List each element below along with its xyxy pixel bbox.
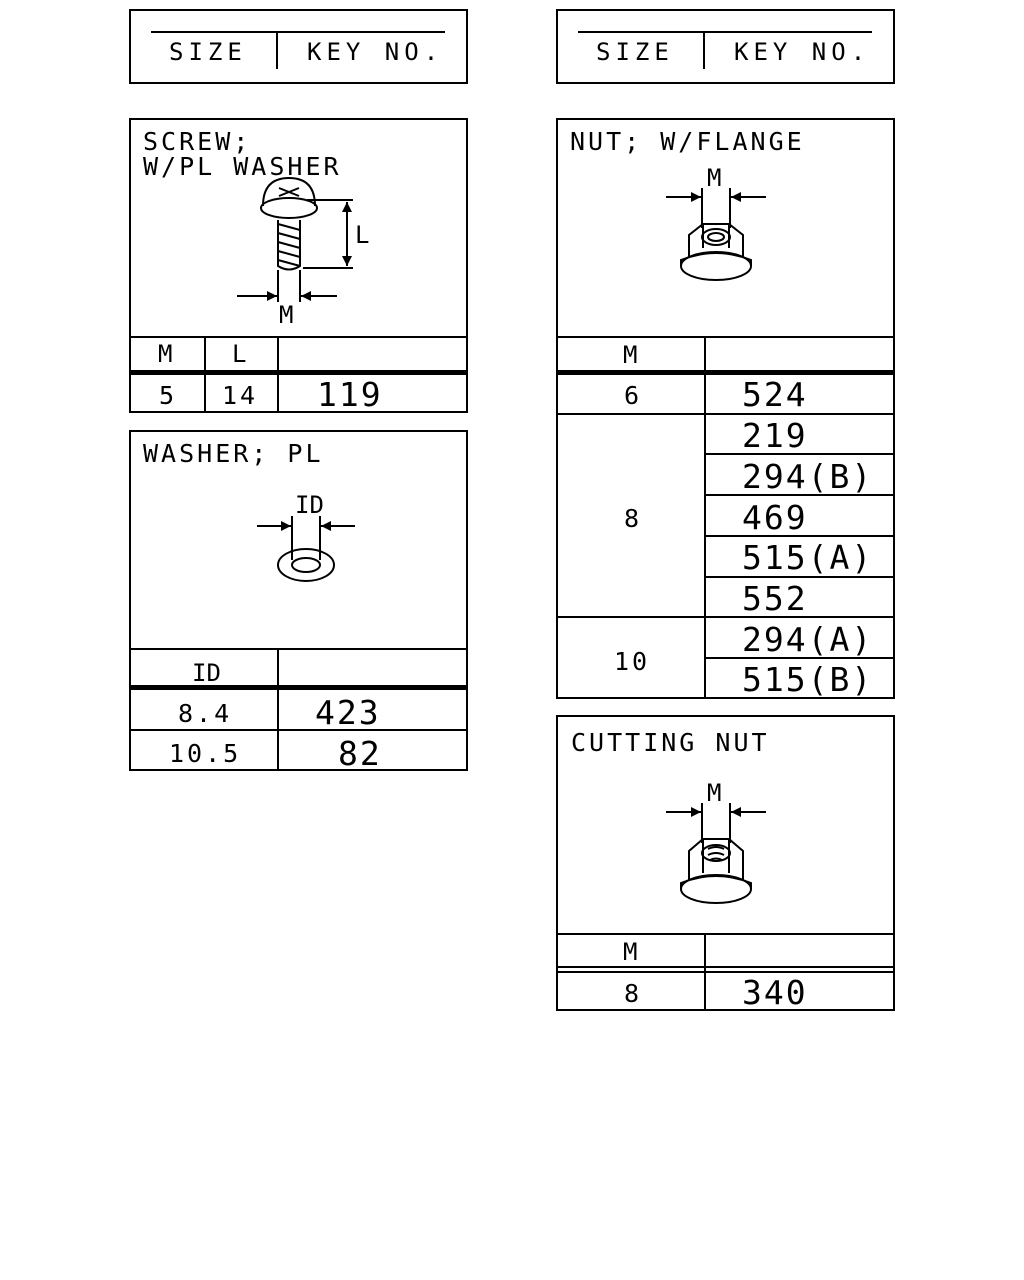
cutting-nut-dim-m-label: M <box>707 779 722 807</box>
screw-title-line2: W/PL WASHER <box>143 152 342 181</box>
nut-flange-key-294a: 294(A) <box>742 620 874 659</box>
screw-title-line1: SCREW; <box>143 127 252 156</box>
nut-flange-key-294b: 294(B) <box>742 457 874 496</box>
nut-flange-col-m: M <box>623 341 638 369</box>
washer-row1-key: 423 <box>315 693 381 732</box>
screw-row-l: 14 <box>222 381 259 410</box>
nut-flange-key-515b: 515(B) <box>742 660 874 699</box>
cutting-nut-row-key: 340 <box>742 973 808 1012</box>
washer-row2-key: 82 <box>338 734 382 773</box>
washer-title: WASHER; PL <box>143 439 324 468</box>
cutting-nut-panel: CUTTING NUT M M 8 340 <box>556 715 895 1011</box>
nut-flange-m-8: 8 <box>624 504 643 533</box>
nut-flange-key-219: 219 <box>742 416 808 455</box>
screw-dim-l-label: L <box>355 221 370 249</box>
header-right-key-no: KEY NO. <box>734 38 871 66</box>
header-left-key-no: KEY NO. <box>307 38 444 66</box>
screw-dim-m-label: M <box>279 301 294 329</box>
nut-flange-m-6: 6 <box>624 381 643 410</box>
washer-row1-id: 8.4 <box>178 699 233 728</box>
header-left-size: SIZE <box>169 38 247 66</box>
screw-row-m: 5 <box>159 381 178 410</box>
washer-illustration <box>257 516 355 582</box>
header-left: SIZE KEY NO. <box>129 9 468 84</box>
cutting-nut-row-m: 8 <box>624 979 643 1008</box>
washer-dim-id-label: ID <box>295 491 324 519</box>
washer-panel: WASHER; PL ID ID 8.4 423 10.5 82 <box>129 430 468 771</box>
cutting-nut-col-m: M <box>623 938 638 966</box>
nut-flange-panel: NUT; W/FLANGE M M 6 <box>556 118 895 699</box>
nut-flange-key-469: 469 <box>742 498 808 537</box>
washer-row2-id: 10.5 <box>169 739 242 768</box>
nut-flange-key-552: 552 <box>742 579 808 618</box>
header-right: SIZE KEY NO. <box>556 9 895 84</box>
flange-nut-illustration <box>666 188 766 281</box>
washer-col-id: ID <box>192 659 221 687</box>
screw-illustration <box>237 176 353 302</box>
screw-col-m: M <box>158 340 173 368</box>
screw-row-key: 119 <box>317 375 383 414</box>
cutting-nut-illustration <box>666 803 766 904</box>
nut-flange-key-515a: 515(A) <box>742 538 874 577</box>
nut-flange-key-524: 524 <box>742 375 808 414</box>
nut-flange-title: NUT; W/FLANGE <box>570 127 805 156</box>
nut-flange-dim-m-label: M <box>707 164 722 192</box>
nut-flange-m-10: 10 <box>614 647 651 676</box>
screw-col-l: L <box>232 340 247 368</box>
header-right-size: SIZE <box>596 38 674 66</box>
screw-panel: SCREW; W/PL WASHER L M <box>129 118 468 413</box>
cutting-nut-title: CUTTING NUT <box>571 728 770 757</box>
